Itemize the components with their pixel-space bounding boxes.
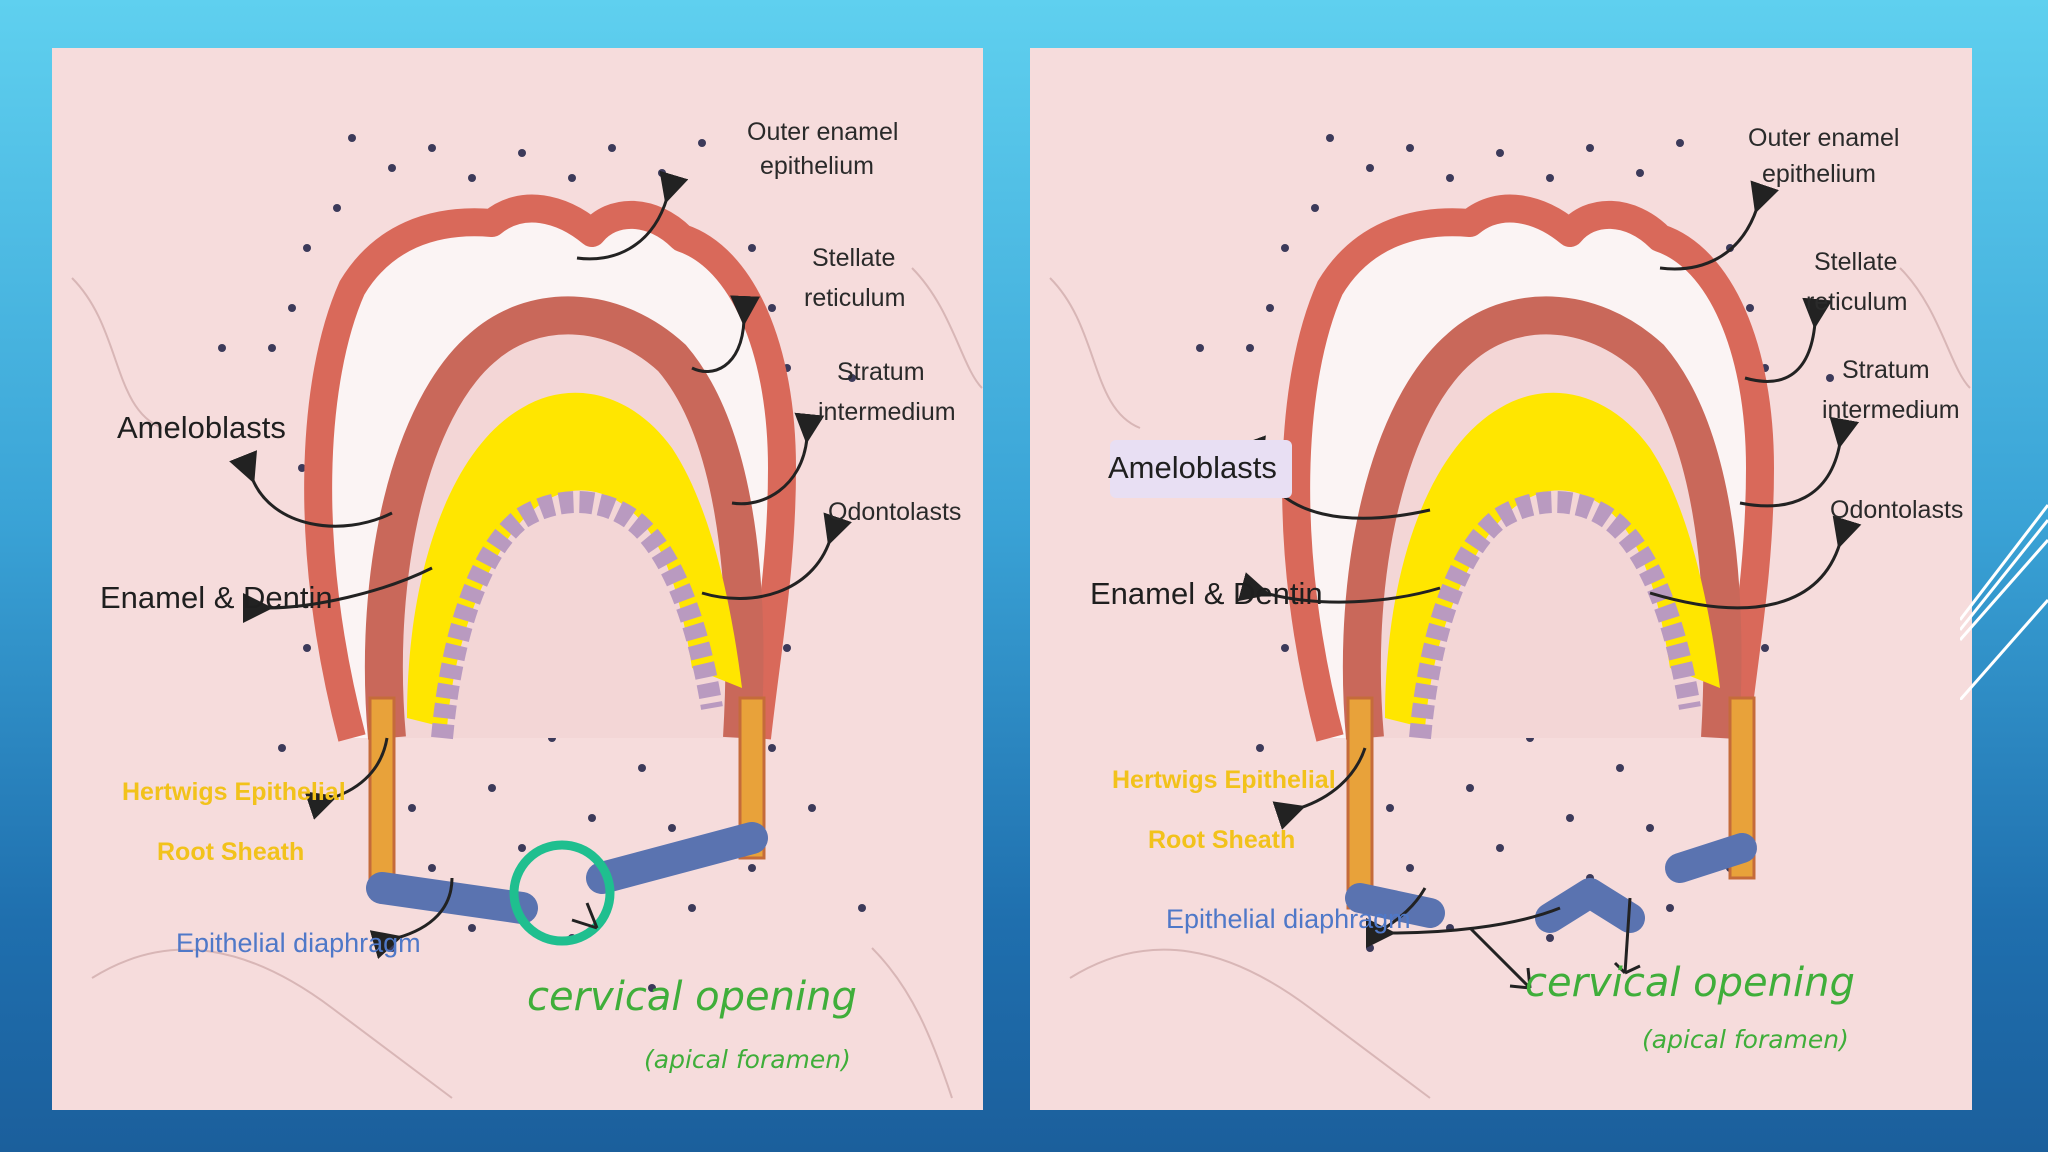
diagram-panel-right: Outer enamel epithelium Stellate reticul… — [1030, 48, 1972, 1110]
label-stellate-1: Stellate — [812, 244, 895, 272]
label-stratum-2: intermedium — [818, 398, 956, 426]
label-ameloblasts: Ameloblasts — [1108, 450, 1277, 485]
tooth-germ-diagram-right: Outer enamel epithelium Stellate reticul… — [1049, 124, 1971, 1099]
tooth-germ-diagram-left: Outer enamel epithelium Stellate reticul… — [71, 118, 983, 1099]
label-stratum-1: Stratum — [1842, 356, 1930, 384]
label-outer-enamel-1: Outer enamel — [747, 118, 898, 146]
label-hertwig-2: Root Sheath — [1148, 826, 1295, 854]
label-stellate-2: reticulum — [804, 284, 905, 312]
ameloblasts-highlight — [1110, 440, 1292, 498]
label-stratum-1: Stratum — [837, 358, 925, 386]
cervical-opening-marker — [509, 840, 615, 946]
label-ameloblasts: Ameloblasts — [117, 410, 286, 445]
label-stellate-2: reticulum — [1806, 288, 1907, 316]
label-outer-enamel-2: epithelium — [1762, 160, 1876, 188]
label-outer-enamel-1: Outer enamel — [1748, 124, 1899, 152]
label-apical-foramen: (apical foramen) — [1642, 1025, 1849, 1054]
label-diaphragm: Epithelial diaphragm — [176, 928, 421, 958]
label-enamel-dentin: Enamel & Dentin — [1090, 576, 1323, 611]
label-cervical-opening: cervical opening — [1525, 960, 1855, 1006]
label-enamel-dentin: Enamel & Dentin — [100, 580, 333, 615]
label-stellate-1: Stellate — [1814, 248, 1897, 276]
label-cervical-opening: cervical opening — [527, 974, 857, 1020]
label-stratum-2: intermedium — [1822, 396, 1960, 424]
label-hertwig-1: Hertwigs Epithelial — [1112, 766, 1336, 794]
label-odontoblasts: Odontolasts — [1830, 496, 1963, 524]
label-diaphragm: Epithelial diaphragm — [1166, 904, 1411, 934]
label-odontoblasts: Odontolasts — [828, 498, 961, 526]
label-hertwig-1: Hertwigs Epithelial — [122, 778, 346, 806]
label-apical-foramen: (apical foramen) — [644, 1045, 851, 1074]
decorative-lines-icon — [1960, 504, 2048, 700]
label-hertwig-2: Root Sheath — [157, 838, 304, 866]
diagram-panel-left: Outer enamel epithelium Stellate reticul… — [52, 48, 983, 1110]
label-outer-enamel-2: epithelium — [760, 152, 874, 180]
